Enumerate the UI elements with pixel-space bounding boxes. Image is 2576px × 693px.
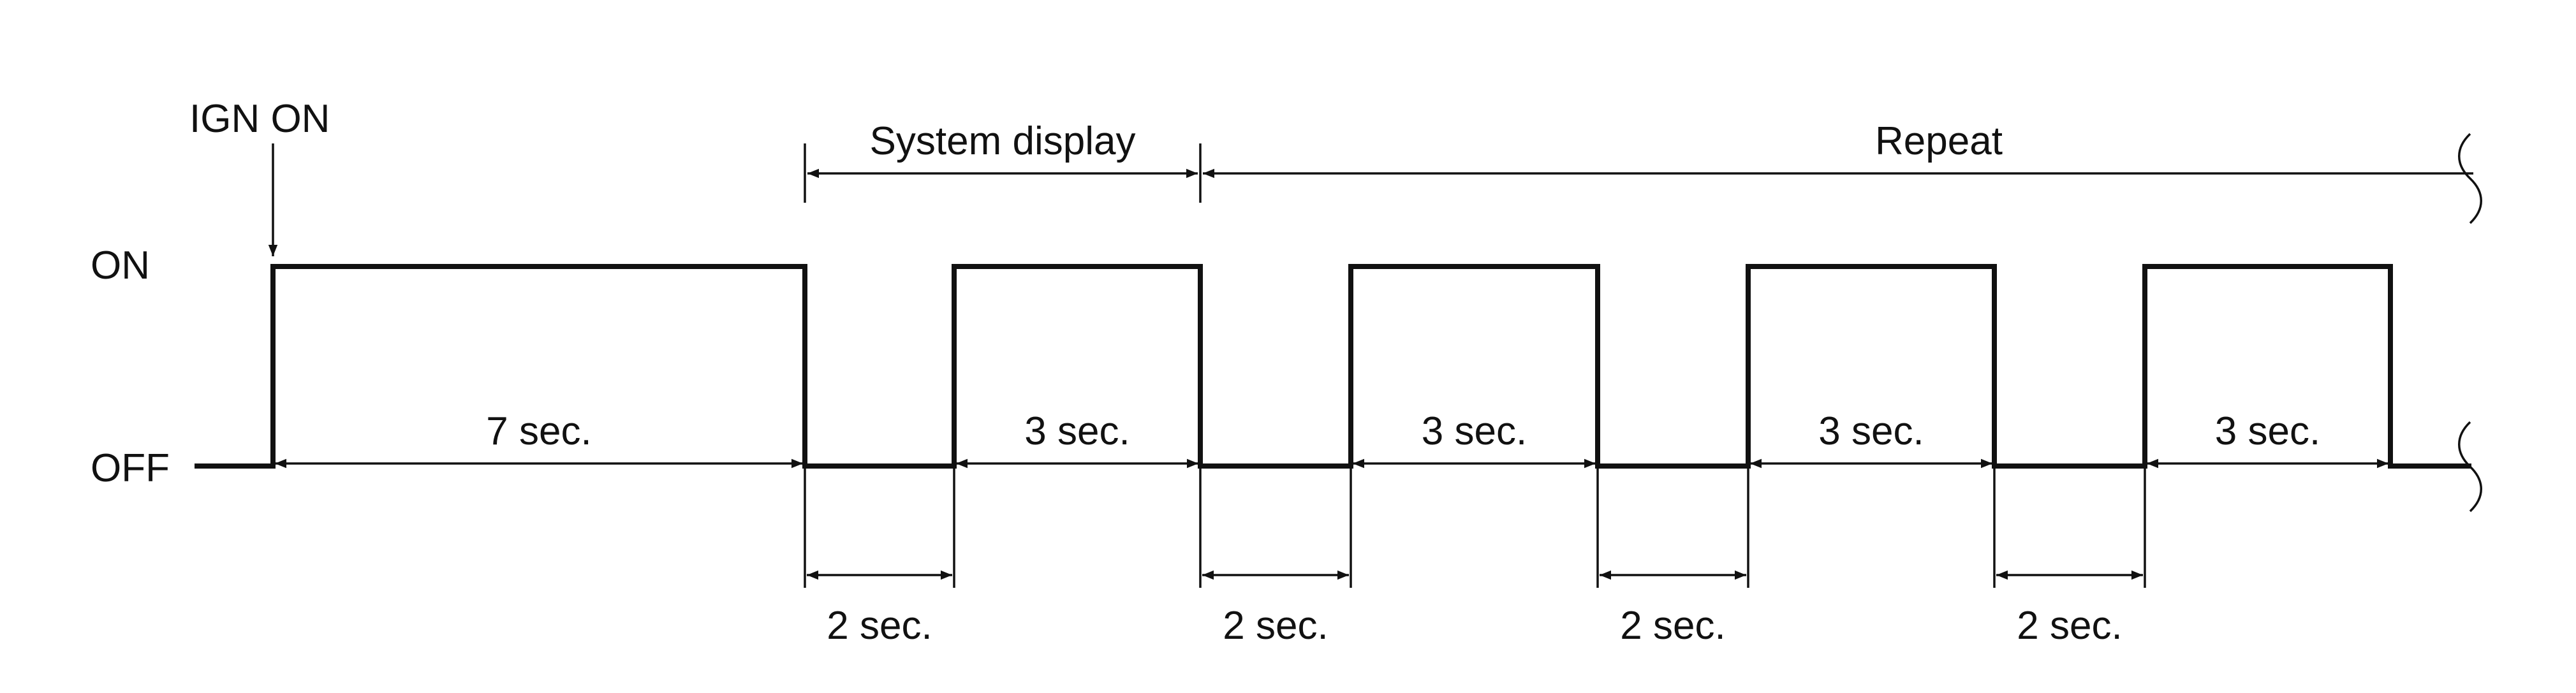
on-duration-label: 3 sec.	[1024, 409, 1130, 453]
off-level-label: OFF	[91, 446, 170, 490]
off-gap-label: 2 sec.	[1223, 604, 1328, 648]
system-display-label: System display	[870, 119, 1136, 163]
repeat-label: Repeat	[1875, 119, 2003, 163]
signal-waveform	[195, 264, 2471, 469]
break-mark-top	[2458, 133, 2482, 224]
off-gap-label: 2 sec.	[1620, 604, 1725, 648]
on-duration-label: 7 sec.	[486, 409, 591, 453]
on-duration-label: 3 sec.	[1422, 409, 1527, 453]
on-duration-label: 3 sec.	[1818, 409, 1924, 453]
on-level-label: ON	[91, 244, 150, 288]
ign-on-label: IGN ON	[189, 97, 330, 141]
off-gap-label: 2 sec.	[2017, 604, 2122, 648]
break-mark-bottom	[2458, 421, 2482, 513]
duration-dimensions: 7 sec. 3 sec. 3 sec. 3 sec. 3 sec. 2 sec. 2 se…	[275, 409, 2388, 648]
off-gap-label: 2 sec.	[827, 604, 932, 648]
on-duration-label: 3 sec.	[2215, 409, 2320, 453]
